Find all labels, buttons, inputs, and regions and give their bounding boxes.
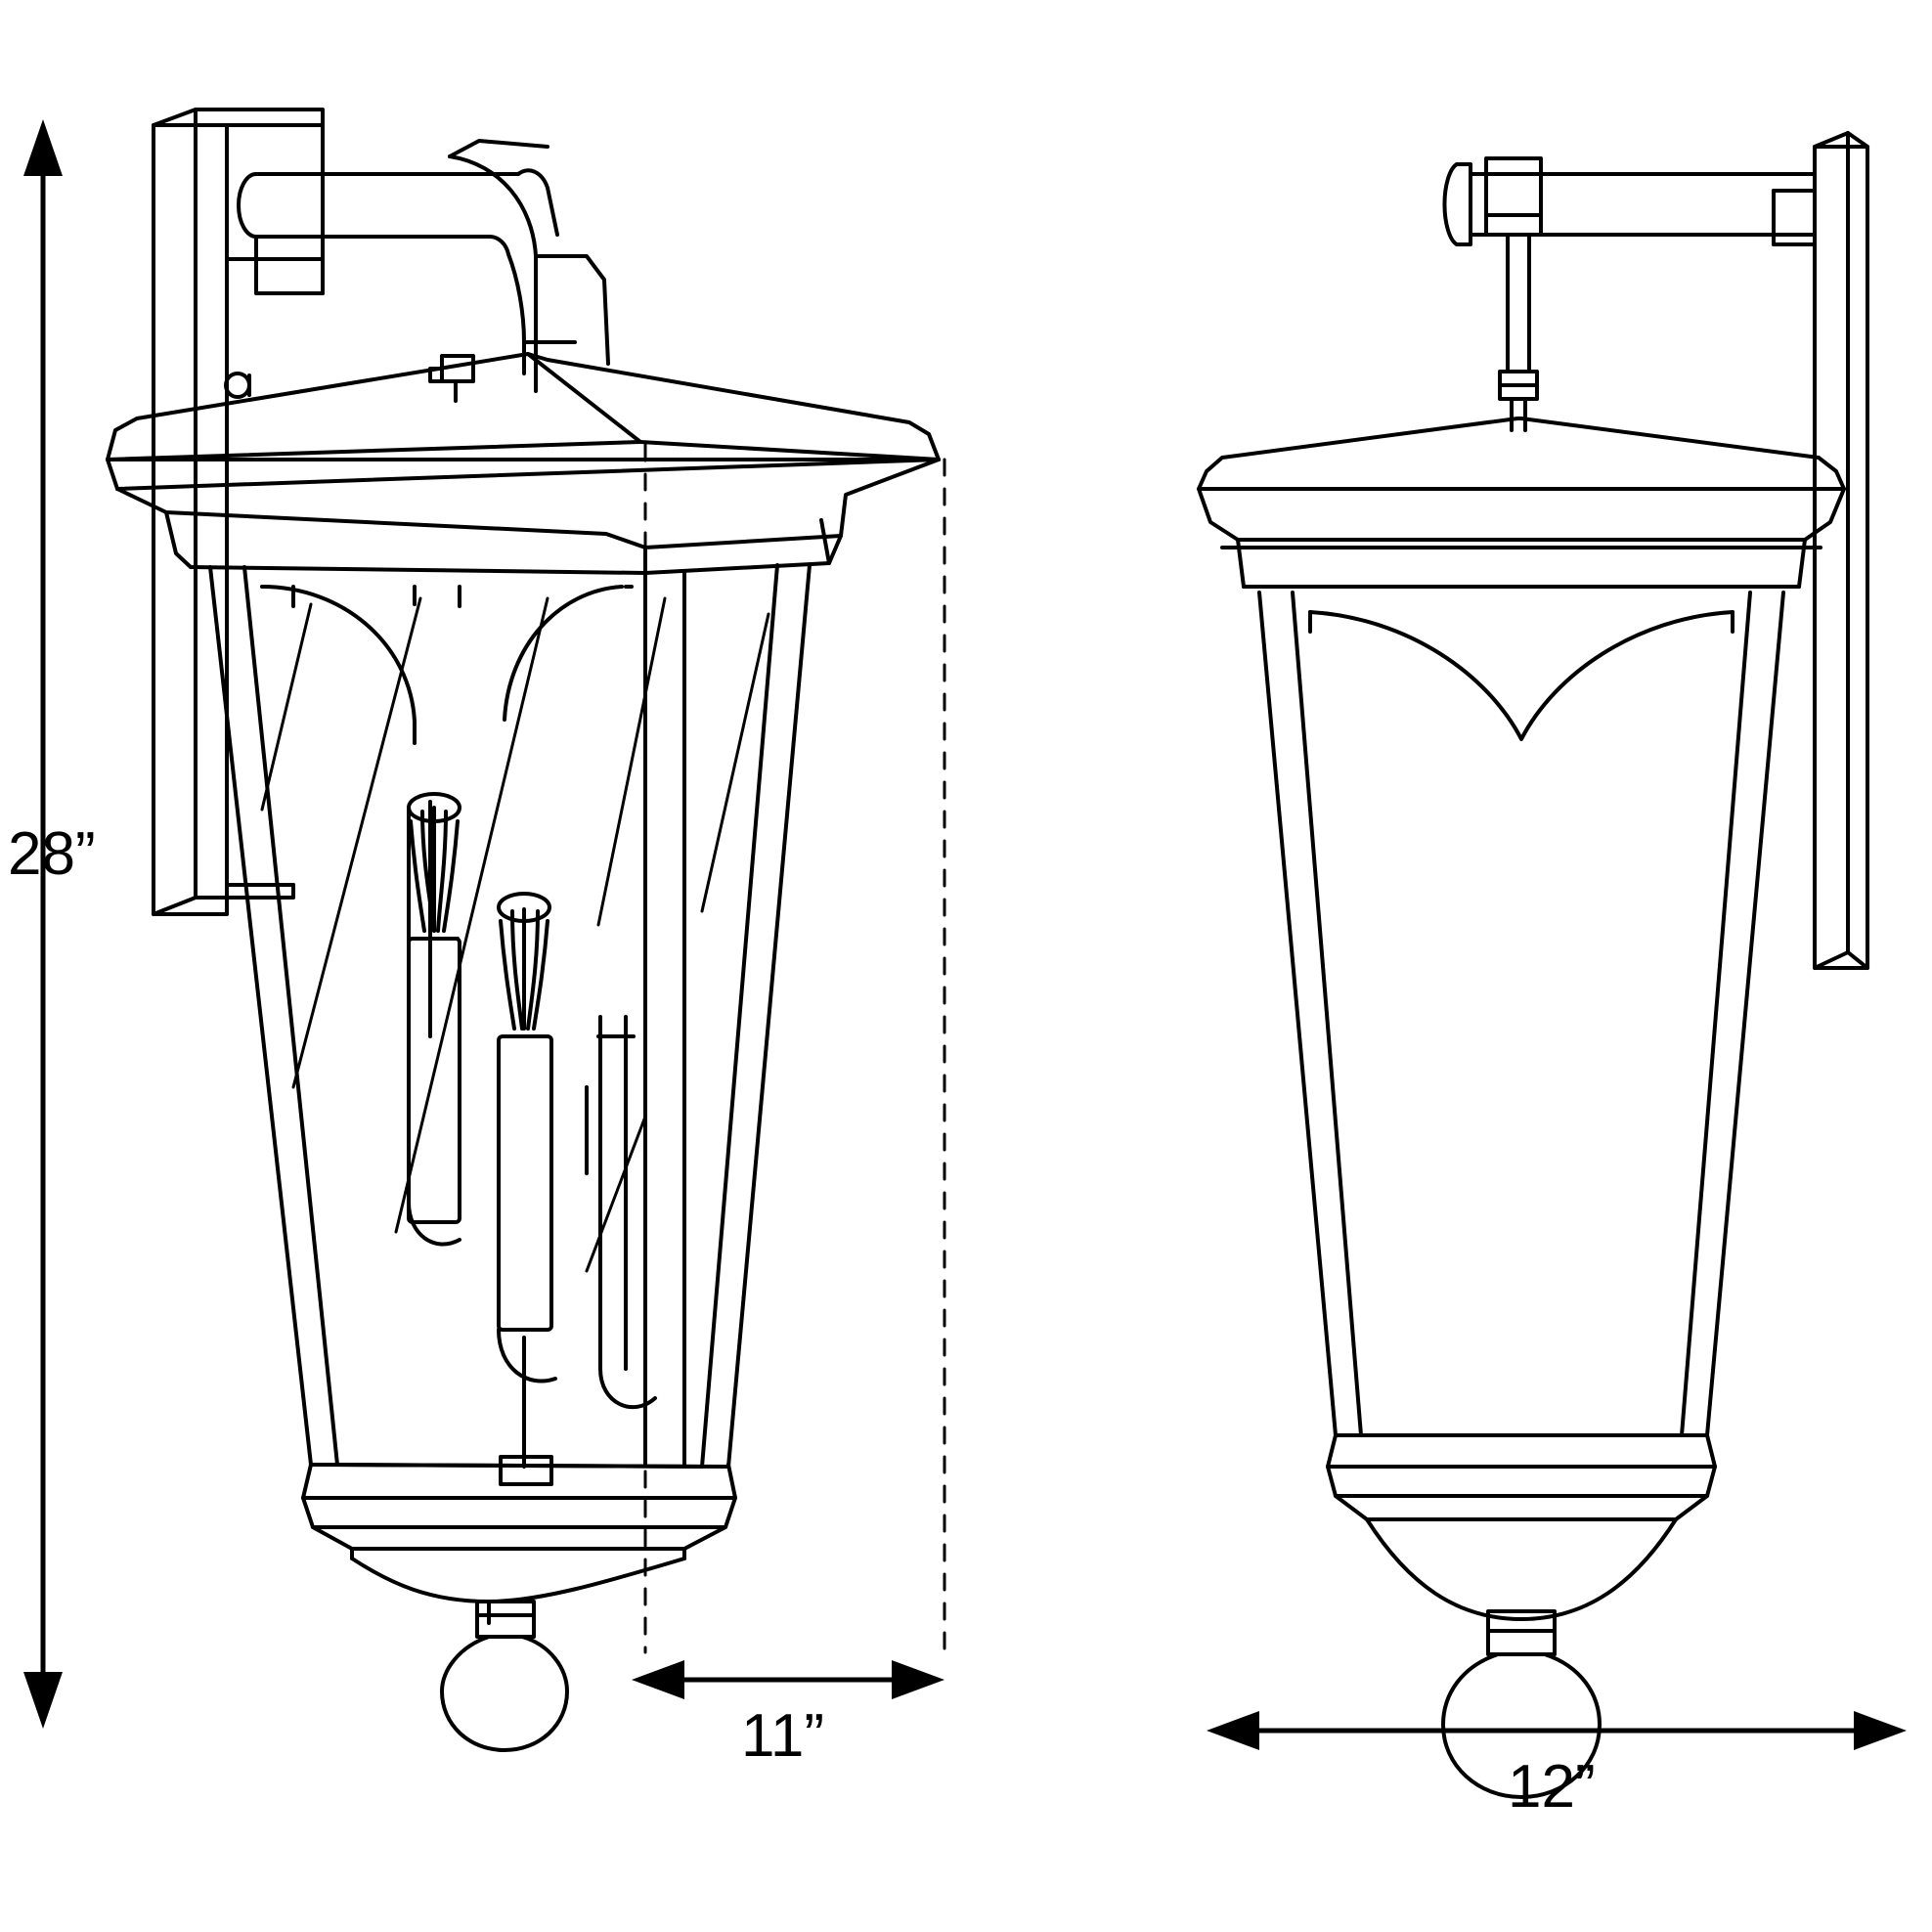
front-bottom-plate — [1326, 1433, 1717, 1521]
dimension-arrow-height — [23, 119, 63, 1729]
front-roof — [1197, 417, 1846, 589]
side-lamp-cluster — [407, 792, 657, 1486]
depth-reference-lines — [643, 443, 946, 1654]
side-bottom-plate — [301, 1463, 737, 1560]
side-roof — [106, 352, 941, 575]
dimension-label-width: 12” — [1508, 1753, 1596, 1821]
side-finial — [350, 1557, 686, 1752]
front-glass-body — [1257, 591, 1785, 1437]
front-elevation-view — [1197, 131, 1869, 1799]
front-wall-plate — [1772, 131, 1869, 970]
dimension-label-height: 28” — [8, 820, 96, 888]
side-mounting-arm — [237, 139, 610, 393]
side-glass-housing — [208, 563, 812, 1469]
side-wall-plate — [152, 108, 325, 916]
dimension-label-depth: 11” — [741, 1702, 825, 1770]
front-mounting-arm — [1442, 156, 1817, 432]
side-elevation-view — [106, 108, 941, 1752]
front-finial — [1365, 1517, 1678, 1799]
dimension-arrow-width — [1207, 1711, 1907, 1750]
dimension-arrow-depth — [632, 1660, 944, 1699]
